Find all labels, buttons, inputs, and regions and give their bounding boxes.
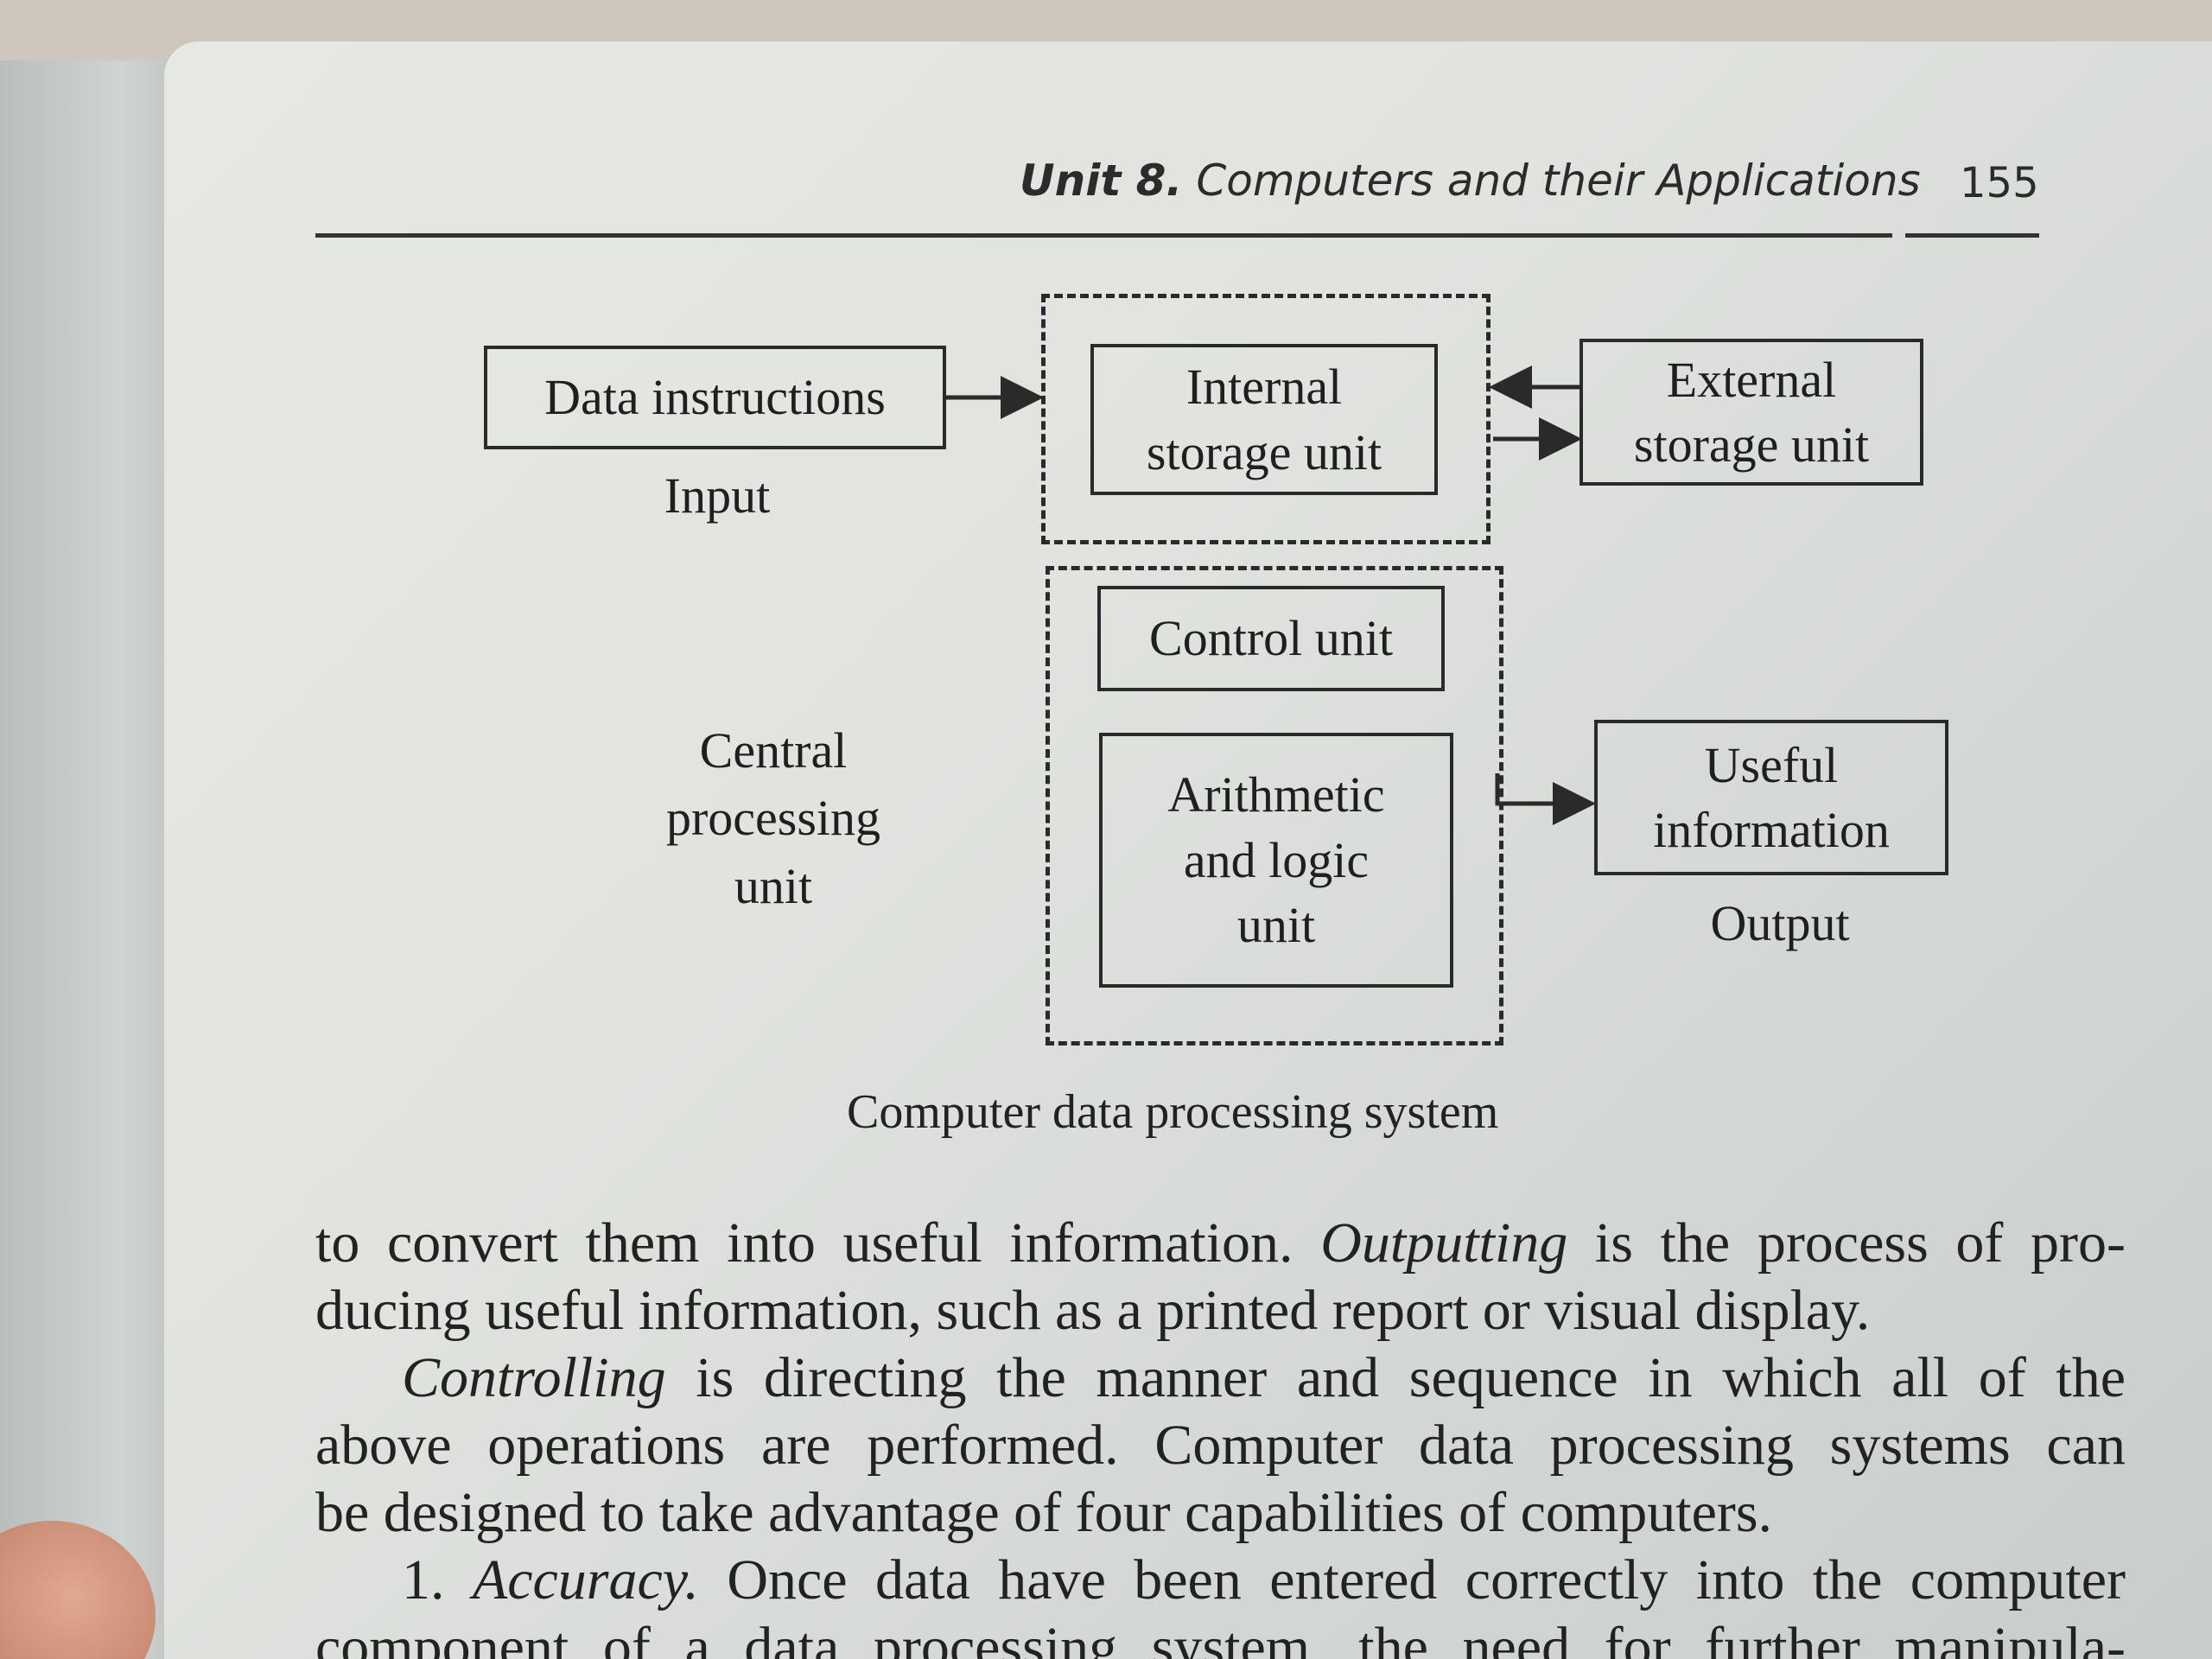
- body-line: be designed to take advantage of four ca…: [315, 1481, 1773, 1544]
- book-page: [164, 41, 2212, 1659]
- storage-dashed-region: [1041, 294, 1491, 544]
- running-header: Unit 8. Computers and their Applications: [1020, 156, 1921, 206]
- internal-storage-box: Internal storage unit: [1090, 344, 1438, 495]
- body-line: component of a data processing system, t…: [315, 1616, 2126, 1659]
- output-box-line-1: Useful: [1704, 736, 1839, 793]
- alu-line-1: Arithmetic: [1167, 766, 1385, 823]
- body-line: above operations are performed. Computer…: [315, 1414, 2126, 1477]
- internal-storage-line-1: Internal: [1185, 359, 1343, 416]
- alu-line-2: and logic: [1183, 831, 1370, 888]
- input-label: Input: [664, 467, 771, 524]
- body-text: to convert them into useful information.…: [315, 1210, 2126, 1659]
- figure-caption: Computer data processing system: [847, 1085, 1499, 1139]
- input-box: Data instructions: [484, 346, 946, 449]
- external-storage-line-2: storage unit: [1633, 416, 1870, 473]
- alu-line-3: unit: [1236, 897, 1316, 954]
- body-line: to convert them into useful information.…: [315, 1211, 2126, 1274]
- alu-box: Arithmetic and logic unit: [1099, 733, 1453, 988]
- control-unit-box: Control unit: [1097, 586, 1445, 691]
- page-number: 155: [1960, 159, 2039, 207]
- facing-page-edge: [0, 60, 173, 1659]
- body-line: 1. Accuracy. Once data have been entered…: [402, 1548, 2126, 1611]
- external-storage-line-1: External: [1666, 351, 1837, 408]
- internal-storage-line-2: storage unit: [1146, 423, 1382, 480]
- cpu-label-line-3: unit: [734, 857, 813, 914]
- control-unit-label: Control unit: [1149, 610, 1393, 667]
- external-storage-box: External storage unit: [1580, 339, 1923, 486]
- body-line: Controlling is directing the manner and …: [402, 1346, 2126, 1409]
- header-unit-title: Computers and their Applications: [1196, 156, 1921, 206]
- output-box-line-2: information: [1653, 802, 1890, 858]
- output-arrow: [1495, 773, 1596, 825]
- body-line: ducing useful information, such as a pri…: [315, 1279, 1871, 1342]
- output-box: Useful information: [1594, 720, 1948, 875]
- cpu-label-line-1: Central: [699, 722, 848, 779]
- header-rule: [315, 233, 1892, 238]
- header-rule-short: [1905, 233, 2039, 238]
- cpu-label-line-2: processing: [665, 790, 881, 847]
- header-unit-number: Unit 8.: [1020, 156, 1183, 206]
- input-box-label: Data instructions: [544, 369, 886, 426]
- cpu-label: Central processing unit: [631, 717, 916, 920]
- output-label: Output: [1710, 895, 1850, 951]
